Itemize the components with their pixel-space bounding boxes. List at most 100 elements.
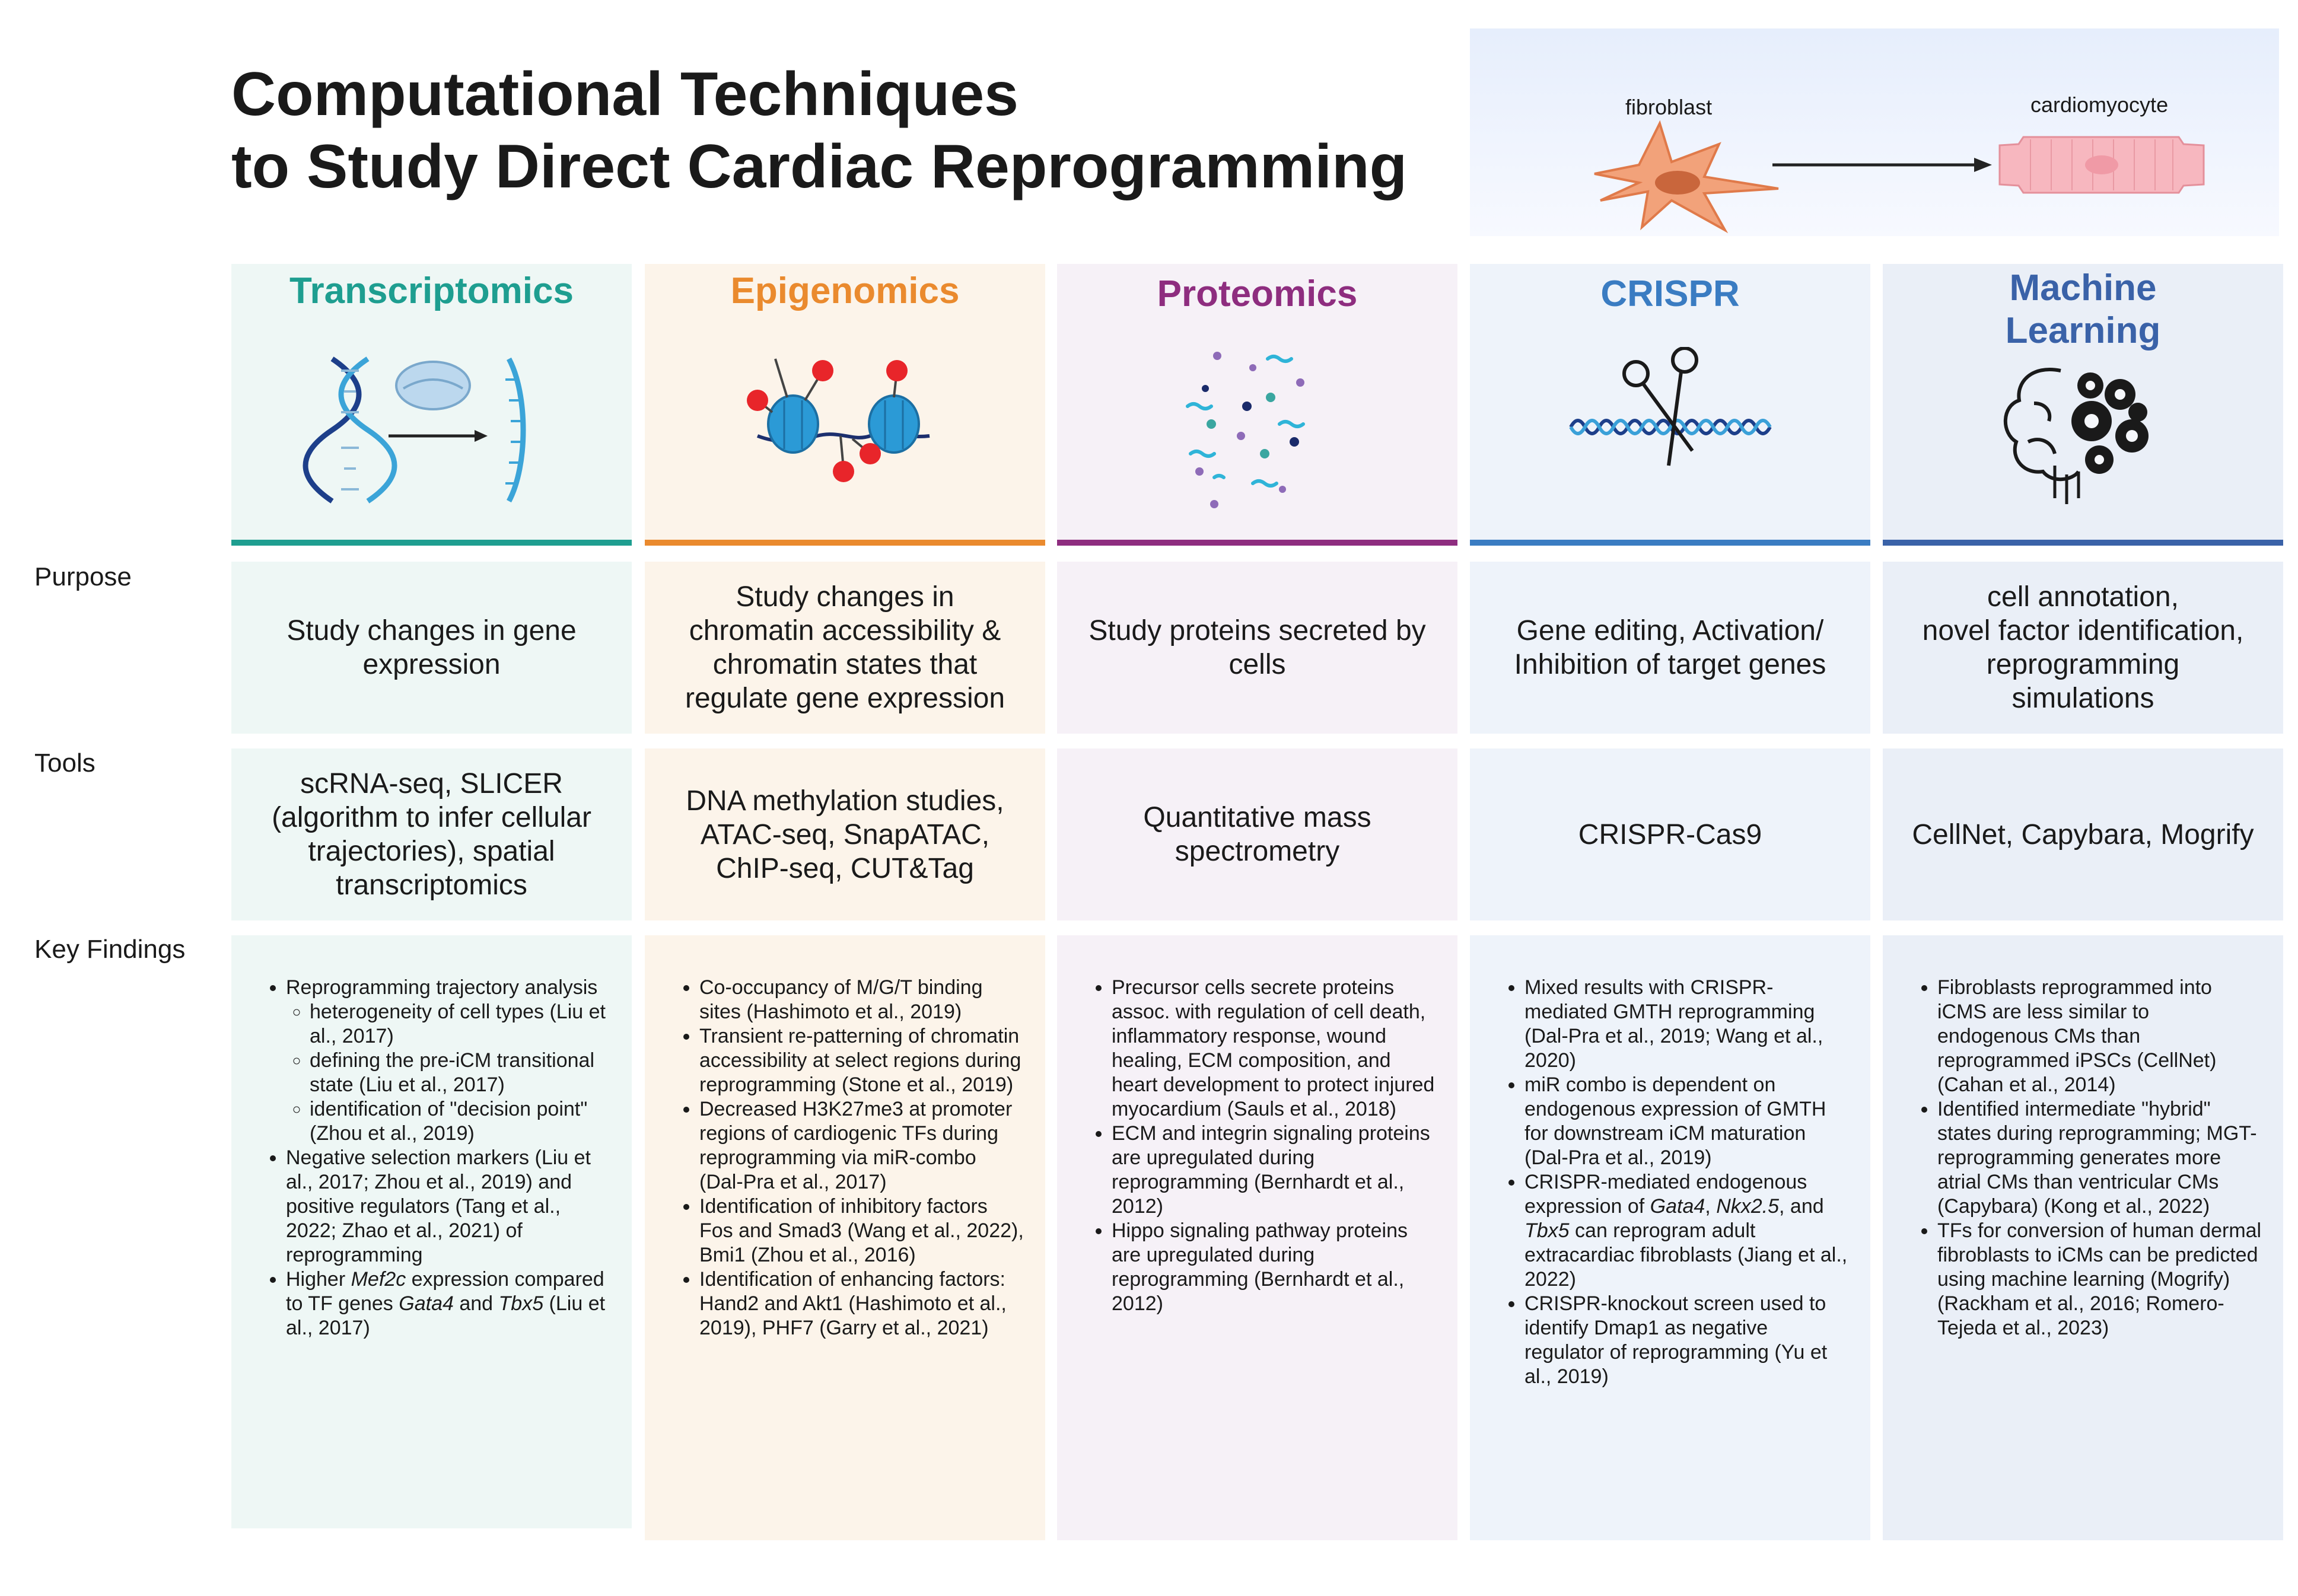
tools-line: scRNA-seq, SLICER (300, 768, 563, 799)
finding-item: TFs for conversion of human dermal fibro… (1937, 1219, 2262, 1340)
finding-item: Hippo signaling pathway proteins are upr… (1112, 1219, 1436, 1316)
findings-cell: Fibroblasts reprogrammed into iCMS are l… (1883, 935, 2283, 1540)
tools-line: DNA methylation studies, (686, 785, 1004, 817)
header-underline (1883, 540, 2283, 546)
findings-list: Reprogramming trajectory analysis hetero… (263, 976, 610, 1340)
purpose-line: Inhibition of target genes (1514, 649, 1826, 680)
purpose-line: expression (362, 649, 501, 680)
tools-cell: DNA methylation studies, ATAC-seq, SnapA… (645, 748, 1045, 920)
cardiomyocyte-cell-icon (1998, 136, 2205, 194)
header-epigenomics: Epigenomics (645, 264, 1045, 546)
findings-list: Fibroblasts reprogrammed into iCMS are l… (1915, 976, 2262, 1340)
finding-item: miR combo is dependent on endogenous exp… (1524, 1073, 1849, 1170)
tools-line: ChIP-seq, CUT&Tag (716, 852, 974, 884)
row-label-purpose: Purpose (34, 562, 132, 591)
purpose-line: Study proteins secreted by (1088, 615, 1426, 646)
column-title: CRISPR (1600, 273, 1740, 314)
tools-line: (algorithm to infer cellular (272, 802, 591, 833)
tools-cell: Quantitative mass spectrometry (1057, 748, 1457, 920)
purpose-line: novel factor identification, (1922, 615, 2244, 646)
tools-line: Quantitative mass (1143, 802, 1371, 833)
purpose-line: cells (1228, 649, 1286, 680)
finding-item: Identified intermediate "hybrid" states … (1937, 1097, 2262, 1219)
purpose-line: chromatin accessibility & (689, 615, 1001, 646)
cardiomyocyte-label: cardiomyocyte (2030, 93, 2169, 117)
finding-subitem: defining the pre-iCM transitional state … (310, 1049, 610, 1097)
tools-line: CellNet, Capybara, Mogrify (1912, 818, 2254, 850)
findings-list: Precursor cells secrete proteins assoc. … (1089, 976, 1436, 1316)
header-underline (1057, 540, 1457, 546)
findings-cell: Mixed results with CRISPR-mediated GMTH … (1470, 935, 1870, 1540)
finding-item: CRISPR-mediated endogenous expression of… (1524, 1170, 1849, 1292)
purpose-line: Study changes in (736, 581, 954, 613)
column-title: Machine Learning (1883, 267, 2283, 352)
purpose-line: chromatin states that (712, 649, 978, 680)
purpose-cell: Study changes in gene expression (231, 562, 632, 734)
tools-line: trajectories), spatial (308, 836, 555, 867)
purpose-line: cell annotation, (1987, 581, 2179, 613)
purpose-line: simulations (2011, 683, 2154, 714)
fibroblast-label: fibroblast (1625, 95, 1713, 119)
finding-subitem: identification of "decision point" (Zhou… (310, 1097, 610, 1146)
finding-item: Identification of enhancing factors: Han… (699, 1267, 1024, 1340)
finding-item: Decreased H3K27me3 at promoter regions o… (699, 1097, 1024, 1194)
fibroblast-cell-icon (1594, 120, 1779, 234)
finding-item: Co-occupancy of M/G/T binding sites (Has… (699, 976, 1024, 1024)
finding-item: Precursor cells secrete proteins assoc. … (1112, 976, 1436, 1122)
header-machine-learning: Machine Learning (1883, 264, 2283, 546)
arrow-icon (1772, 158, 1992, 172)
findings-cell: Co-occupancy of M/G/T binding sites (Has… (645, 935, 1045, 1540)
header-underline (1470, 540, 1870, 546)
finding-sublist: heterogeneity of cell types (Liu et al.,… (286, 1000, 610, 1146)
page-title: Computational Techniques to Study Direct… (231, 58, 1407, 203)
finding-item: Mixed results with CRISPR-mediated GMTH … (1524, 976, 1849, 1073)
column-title-line: Learning (2005, 310, 2161, 351)
purpose-cell: Gene editing, Activation/ Inhibition of … (1470, 562, 1870, 734)
brain-gears-icon (2003, 368, 2149, 504)
tools-line: ATAC-seq, SnapATAC, (700, 818, 990, 850)
finding-item: ECM and integrin signaling proteins are … (1112, 1122, 1436, 1219)
purpose-line: Gene editing, Activation/ (1516, 615, 1824, 646)
header-crispr: CRISPR (1470, 264, 1870, 546)
column-title-line: Machine (2009, 267, 2157, 308)
title-line-2: to Study Direct Cardiac Reprogramming (231, 132, 1408, 201)
scissors-dna-icon (1569, 347, 1772, 466)
row-label-key-findings: Key Findings (34, 935, 186, 964)
nucleosome-methylation-icon (747, 358, 930, 482)
tools-line: CRISPR-Cas9 (1578, 818, 1762, 850)
row-label-tools: Tools (34, 748, 96, 778)
header-transcriptomics: Transcriptomics (231, 264, 632, 546)
finding-item: CRISPR-knockout screen used to identify … (1524, 1292, 1849, 1389)
tools-cell: CRISPR-Cas9 (1470, 748, 1870, 920)
reprogramming-banner: fibroblast cardiomyocyte (1470, 28, 2279, 236)
dna-transcription-icon (303, 356, 526, 504)
findings-list: Co-occupancy of M/G/T binding sites (Has… (677, 976, 1024, 1340)
header-underline (645, 540, 1045, 546)
tools-line: transcriptomics (336, 869, 527, 901)
finding-item: Negative selection markers (Liu et al., … (286, 1146, 610, 1267)
findings-cell: Precursor cells secrete proteins assoc. … (1057, 935, 1457, 1540)
purpose-cell: cell annotation, novel factor identifica… (1883, 562, 2283, 734)
finding-item: Identification of inhibitory factors Fos… (699, 1194, 1024, 1267)
title-line-1: Computational Techniques (231, 60, 1019, 129)
purpose-line: reprogramming (1986, 649, 2180, 680)
purpose-cell: Study proteins secreted by cells (1057, 562, 1457, 734)
header-underline (231, 540, 632, 546)
finding-item: Reprogramming trajectory analysis hetero… (286, 976, 610, 1146)
column-title: Epigenomics (730, 270, 960, 311)
findings-list: Mixed results with CRISPR-mediated GMTH … (1502, 976, 1849, 1389)
proteins-icon (1186, 352, 1305, 508)
finding-subitem: heterogeneity of cell types (Liu et al.,… (310, 1000, 610, 1049)
finding-item: Transient re-patterning of chromatin acc… (699, 1024, 1024, 1097)
column-title: Transcriptomics (289, 270, 574, 311)
tools-cell: CellNet, Capybara, Mogrify (1883, 748, 2283, 920)
purpose-line: regulate gene expression (685, 683, 1005, 714)
header-proteomics: Proteomics (1057, 264, 1457, 546)
tools-cell: scRNA-seq, SLICER (algorithm to infer ce… (231, 748, 632, 920)
purpose-cell: Study changes in chromatin accessibility… (645, 562, 1045, 734)
purpose-line: Study changes in gene (287, 615, 577, 646)
findings-cell: Reprogramming trajectory analysis hetero… (231, 935, 632, 1528)
finding-item: Higher Mef2c expression compared to TF g… (286, 1267, 610, 1340)
finding-item: Fibroblasts reprogrammed into iCMS are l… (1937, 976, 2262, 1097)
tools-line: spectrometry (1175, 836, 1340, 867)
